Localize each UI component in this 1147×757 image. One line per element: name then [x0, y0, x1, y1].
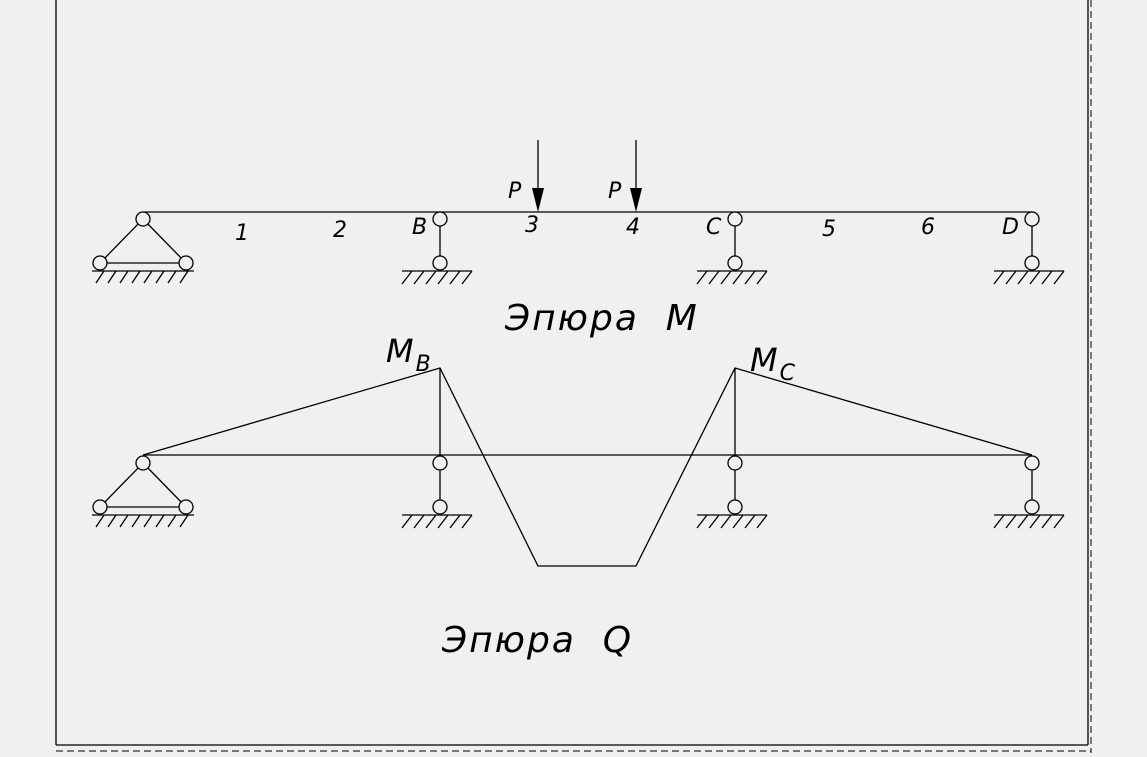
roller-support-b	[401, 211, 473, 285]
load-label-1: P	[508, 179, 522, 204]
moment-diagram: MB MC	[92, 332, 1065, 567]
mb-label: MB	[386, 332, 433, 377]
shear-diagram-title: Эпюра Q	[441, 620, 633, 661]
moment-curve	[142, 367, 1033, 567]
pin-support-a	[92, 211, 194, 284]
point-label-d: D	[1002, 215, 1019, 240]
point-label-1: 1	[235, 221, 249, 246]
point-label-4: 4	[626, 215, 640, 240]
point-label-3: 3	[525, 213, 539, 238]
point-load-1	[532, 140, 544, 212]
roller-support-d	[993, 211, 1065, 285]
roller-support-c-lower	[696, 455, 768, 529]
pin-support-a-lower	[92, 455, 194, 528]
continuous-beam: P P 1 2 B 3 4 C 5 6 D	[92, 140, 1065, 285]
point-label-b: B	[412, 215, 427, 240]
point-load-2	[630, 140, 642, 212]
point-label-c: C	[706, 215, 722, 240]
drawing-frame	[55, 0, 1092, 753]
mc-label: MC	[750, 341, 797, 386]
point-label-2: 2	[333, 218, 347, 243]
moment-diagram-title: Эпюра M	[504, 298, 699, 339]
point-label-5: 5	[822, 217, 836, 242]
point-label-6: 6	[921, 215, 935, 240]
roller-support-d-lower	[993, 455, 1065, 529]
roller-support-b-lower	[401, 455, 473, 529]
load-label-2: P	[608, 179, 622, 204]
roller-support-c	[696, 211, 768, 285]
